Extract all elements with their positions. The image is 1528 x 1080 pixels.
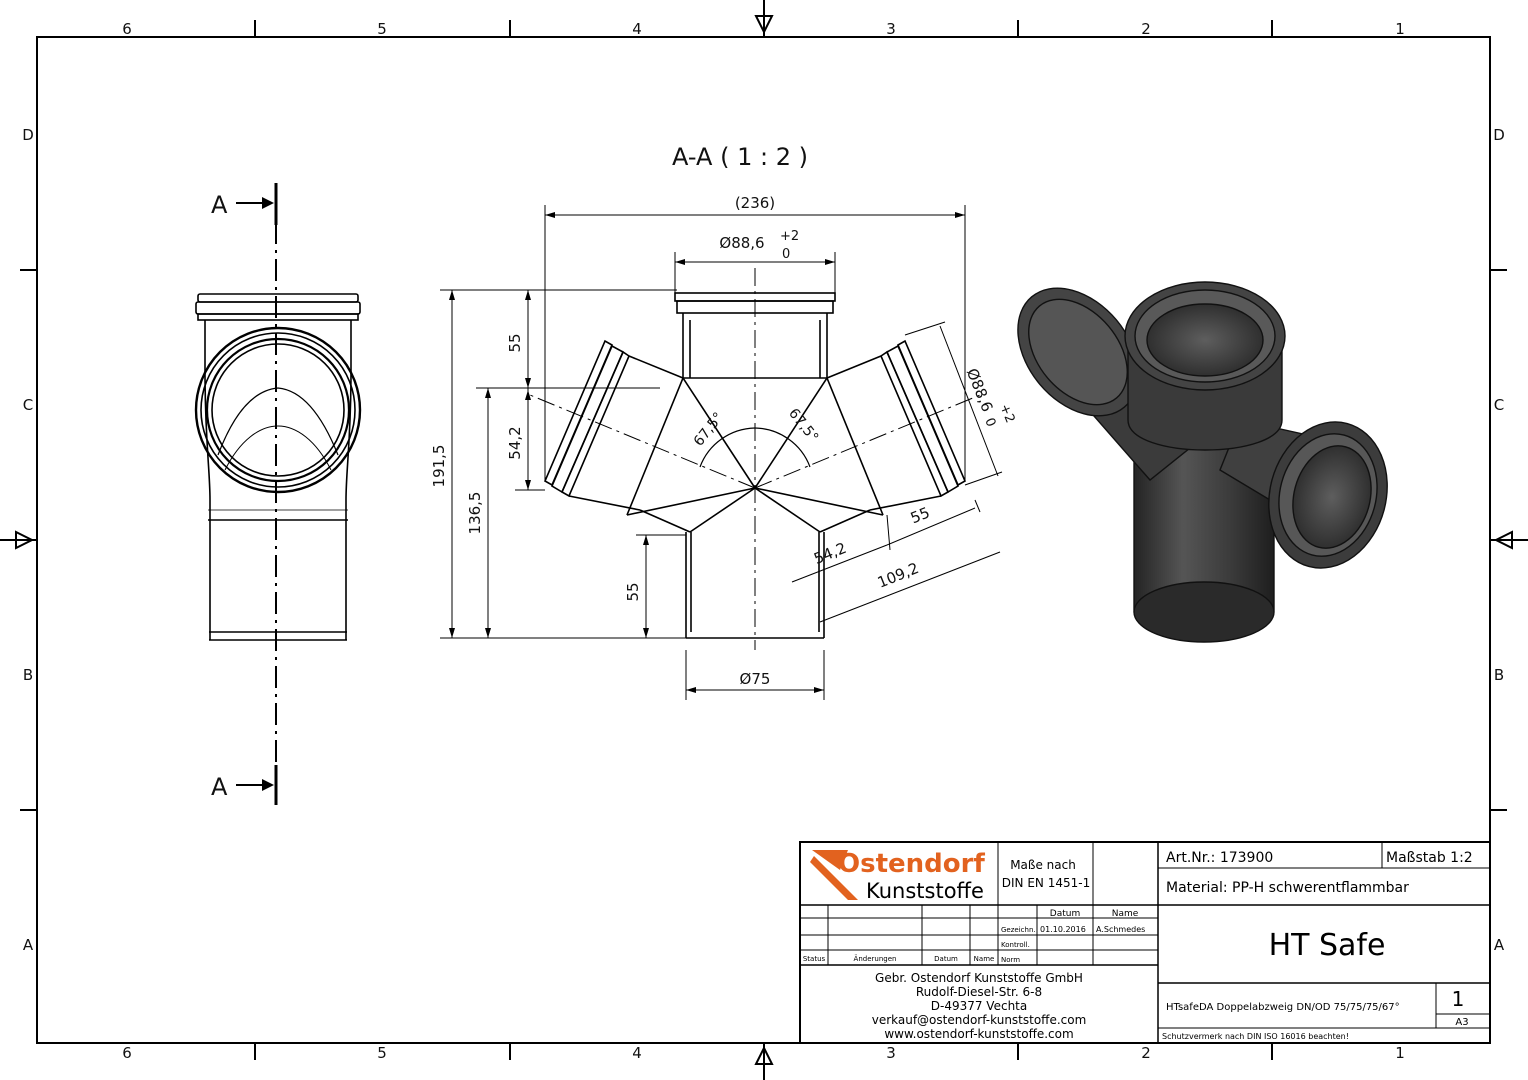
norm-line1: Maße nach <box>1010 858 1076 872</box>
row-label-left: A <box>23 936 34 954</box>
title-block-grid <box>799 841 1491 1044</box>
dim-branch-length: 109,2 <box>875 559 922 592</box>
col-label-bottom: 2 <box>1141 1044 1151 1062</box>
dim-branch-socket-len: 55 <box>908 503 932 527</box>
dim-top-socket-len: 55 <box>506 333 524 352</box>
col-label-top: 4 <box>632 20 642 38</box>
dim-bottom-spigot-len: 55 <box>624 582 642 601</box>
col-label-top: 1 <box>1395 20 1405 38</box>
dim-overall-height: 191,5 <box>430 445 448 488</box>
col-label-bottom: 6 <box>122 1044 132 1062</box>
section-marker-top: A <box>211 191 228 219</box>
dim-top-tol-upper: +2 <box>780 229 799 244</box>
dim-bottom-diameter: Ø75 <box>740 670 771 688</box>
rev-name: Name <box>974 955 995 963</box>
frame-row-labels: D C B A D C B A <box>22 126 1505 954</box>
dim-side-tol-upper: +2 <box>996 402 1017 425</box>
col-label-bottom: 5 <box>377 1044 387 1062</box>
frame-column-labels: 6 5 4 3 2 1 6 5 4 3 2 1 <box>122 20 1405 1062</box>
dim-side-tol-lower: 0 <box>981 416 998 429</box>
side-view <box>194 183 362 805</box>
rev-aenderungen: Änderungen <box>854 954 897 963</box>
dim-side-diameter: Ø88,6 <box>963 366 997 415</box>
company-web: www.ostendorf-kunststoffe.com <box>884 1027 1073 1041</box>
dim-side-offset: 54,2 <box>506 426 524 459</box>
material-label: Material: PP-H schwerentflammbar <box>1166 880 1409 896</box>
col-label-top: 5 <box>377 20 387 38</box>
row-label-left: B <box>23 666 33 684</box>
company-city: D-49377 Vechta <box>931 999 1027 1013</box>
col-label-bottom: 3 <box>886 1044 896 1062</box>
section-title: A-A ( 1 : 2 ) <box>672 143 808 171</box>
company-email: verkauf@ostendorf-kunststoffe.com <box>872 1013 1087 1027</box>
title-block-texts: Maße nach DIN EN 1451-1 Datum Name Gezei… <box>803 850 1473 1041</box>
drawn-name: A.Schmedes <box>1096 925 1145 934</box>
rev-datum: Datum <box>934 955 958 963</box>
dim-angle-left: 67,5° <box>691 410 727 450</box>
section-arrows: A A <box>211 191 274 801</box>
row-label-right: D <box>1493 126 1505 144</box>
col-label-bottom: 4 <box>632 1044 642 1062</box>
col-label-top: 2 <box>1141 20 1151 38</box>
col-label-top: 3 <box>886 20 896 38</box>
dim-angle-right: 67,5° <box>785 406 821 446</box>
dim-branch-height: 136,5 <box>466 492 484 535</box>
company-logo: Ostendorf Kunststoffe <box>810 849 985 903</box>
product-description: HTsafeDA Doppelabzweig DN/OD 75/75/75/67… <box>1166 1002 1400 1013</box>
drawn-date: 01.10.2016 <box>1040 925 1086 934</box>
row-kontrolliert: Kontroll. <box>1001 941 1030 949</box>
col-label-bottom: 1 <box>1395 1044 1405 1062</box>
row-label-right: B <box>1494 666 1504 684</box>
logo-line2: Kunststoffe <box>866 879 984 903</box>
dim-overall-width: (236) <box>735 194 775 212</box>
company-street: Rudolf-Diesel-Str. 6-8 <box>916 985 1042 999</box>
scale-label: Maßstab 1:2 <box>1386 850 1473 866</box>
row-label-left: D <box>22 126 34 144</box>
col-name: Name <box>1112 909 1139 919</box>
dim-top-tol-lower: 0 <box>782 247 790 262</box>
dimension-lines <box>440 205 1003 700</box>
row-norm: Norm <box>1001 956 1020 964</box>
product-render <box>1017 281 1388 643</box>
col-datum: Datum <box>1050 909 1080 919</box>
row-gezeichnet: Gezeichn. <box>1001 926 1036 934</box>
product-title: HT Safe <box>1269 928 1386 963</box>
rev-status: Status <box>803 955 826 963</box>
sheet-format: A3 <box>1455 1017 1468 1028</box>
col-label-top: 6 <box>122 20 132 38</box>
logo-line1: Ostendorf <box>838 849 985 879</box>
row-label-left: C <box>23 396 33 414</box>
copyright-note: Schutzvermerk nach DIN ISO 16016 beachte… <box>1162 1032 1349 1041</box>
dimension-arrows <box>449 212 965 693</box>
norm-line2: DIN EN 1451-1 <box>1002 876 1090 890</box>
sheet-number: 1 <box>1452 987 1465 1011</box>
dim-top-diameter: Ø88,6 <box>719 234 764 252</box>
section-marker-bottom: A <box>211 773 228 801</box>
row-label-right: C <box>1494 396 1504 414</box>
row-label-right: A <box>1494 936 1505 954</box>
article-number: Art.Nr.: 173900 <box>1166 850 1273 866</box>
section-view <box>529 268 981 650</box>
dim-branch-offset: 54,2 <box>811 539 849 568</box>
company-name: Gebr. Ostendorf Kunststoffe GmbH <box>875 971 1083 985</box>
